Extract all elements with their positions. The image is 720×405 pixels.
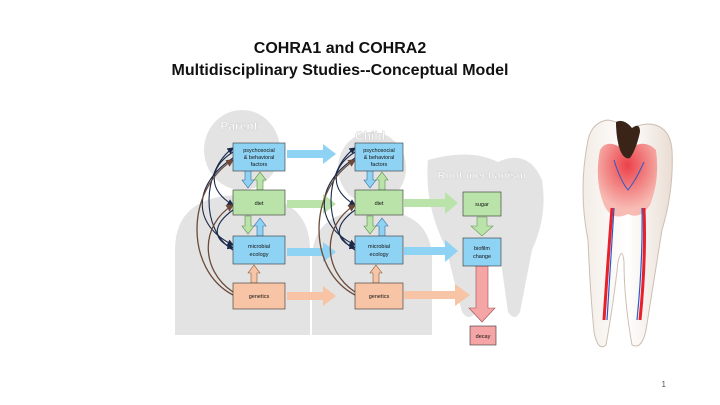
psych-parent-to-child-arrow (287, 144, 336, 164)
slide-number: 1 (661, 380, 666, 389)
child-diet-to-psych-arrow (375, 171, 389, 191)
parent-genetics-to-microbial-arrow (247, 264, 261, 284)
parent-microbial-to-diet-arrow (253, 217, 267, 237)
parent-diet-box: diet (232, 189, 286, 216)
child-diet-to-microbial-arrow (363, 215, 377, 235)
svg-text:biofilm: biofilm (474, 246, 490, 252)
decayed-tooth-illustration (582, 119, 673, 348)
sugar-box: sugar (462, 191, 502, 217)
parent-psych-box: psychosocial & behavioral factors (232, 142, 286, 172)
genetics-parent-to-child-arrow (287, 286, 336, 306)
root-mechanism-tooth-silhouette (427, 154, 544, 317)
child-diet-box: diet (354, 189, 404, 216)
root-mechanism-label: Root mechanism (438, 170, 527, 182)
svg-text:change: change (473, 254, 491, 260)
parent-diet-to-microbial-arrow (241, 215, 255, 235)
sugar-to-biofilm-arrow (470, 216, 494, 237)
svg-text:& behavioral: & behavioral (364, 155, 395, 161)
parent-curved-arrows (196, 147, 235, 296)
svg-text:ecology: ecology (370, 252, 389, 258)
decay-box: decay (469, 325, 497, 346)
biofilm-box: biofilm change (462, 237, 502, 267)
svg-text:microbial: microbial (248, 244, 270, 250)
child-curved-arrows (318, 147, 357, 296)
diet-to-sugar-arrow (404, 192, 458, 214)
child-psych-box: psychosocial & behavioral factors (354, 142, 404, 172)
genetics-to-root-arrow (404, 284, 470, 306)
svg-text:diet: diet (375, 201, 384, 207)
biofilm-to-decay-arrow (468, 265, 496, 323)
parent-microbial-box: microbial ecology (232, 235, 286, 265)
child-genetics-box: genetics (354, 282, 404, 310)
svg-text:psychosocial: psychosocial (363, 148, 395, 154)
svg-text:ecology: ecology (250, 252, 269, 258)
slide-title-line-1: COHRA1 and COHRA2 (253, 40, 427, 57)
svg-text:sugar: sugar (475, 202, 489, 208)
parent-diet-to-psych-arrow (253, 171, 267, 191)
child-microbial-box: microbial ecology (354, 235, 404, 265)
parent-psych-to-diet-arrow (241, 169, 255, 189)
svg-text:microbial: microbial (368, 244, 390, 250)
svg-text:factors: factors (371, 162, 388, 168)
svg-text:decay: decay (476, 334, 491, 340)
child-microbial-to-diet-arrow (375, 217, 389, 237)
svg-text:& behavioral: & behavioral (244, 155, 275, 161)
microbial-to-biofilm-arrow (404, 240, 458, 262)
svg-text:diet: diet (255, 201, 264, 207)
child-genetics-to-microbial-arrow (369, 264, 383, 284)
svg-text:genetics: genetics (249, 294, 270, 300)
child-psych-to-diet-arrow (363, 169, 377, 189)
parent-label: Parent (220, 119, 257, 133)
child-label: Child (355, 129, 385, 143)
slide-title-line-2: Multidisciplinary Studies--Conceptual Mo… (171, 62, 509, 79)
svg-text:factors: factors (251, 162, 268, 168)
svg-text:genetics: genetics (369, 294, 390, 300)
svg-text:psychosocial: psychosocial (243, 148, 275, 154)
parent-genetics-box: genetics (232, 282, 286, 310)
